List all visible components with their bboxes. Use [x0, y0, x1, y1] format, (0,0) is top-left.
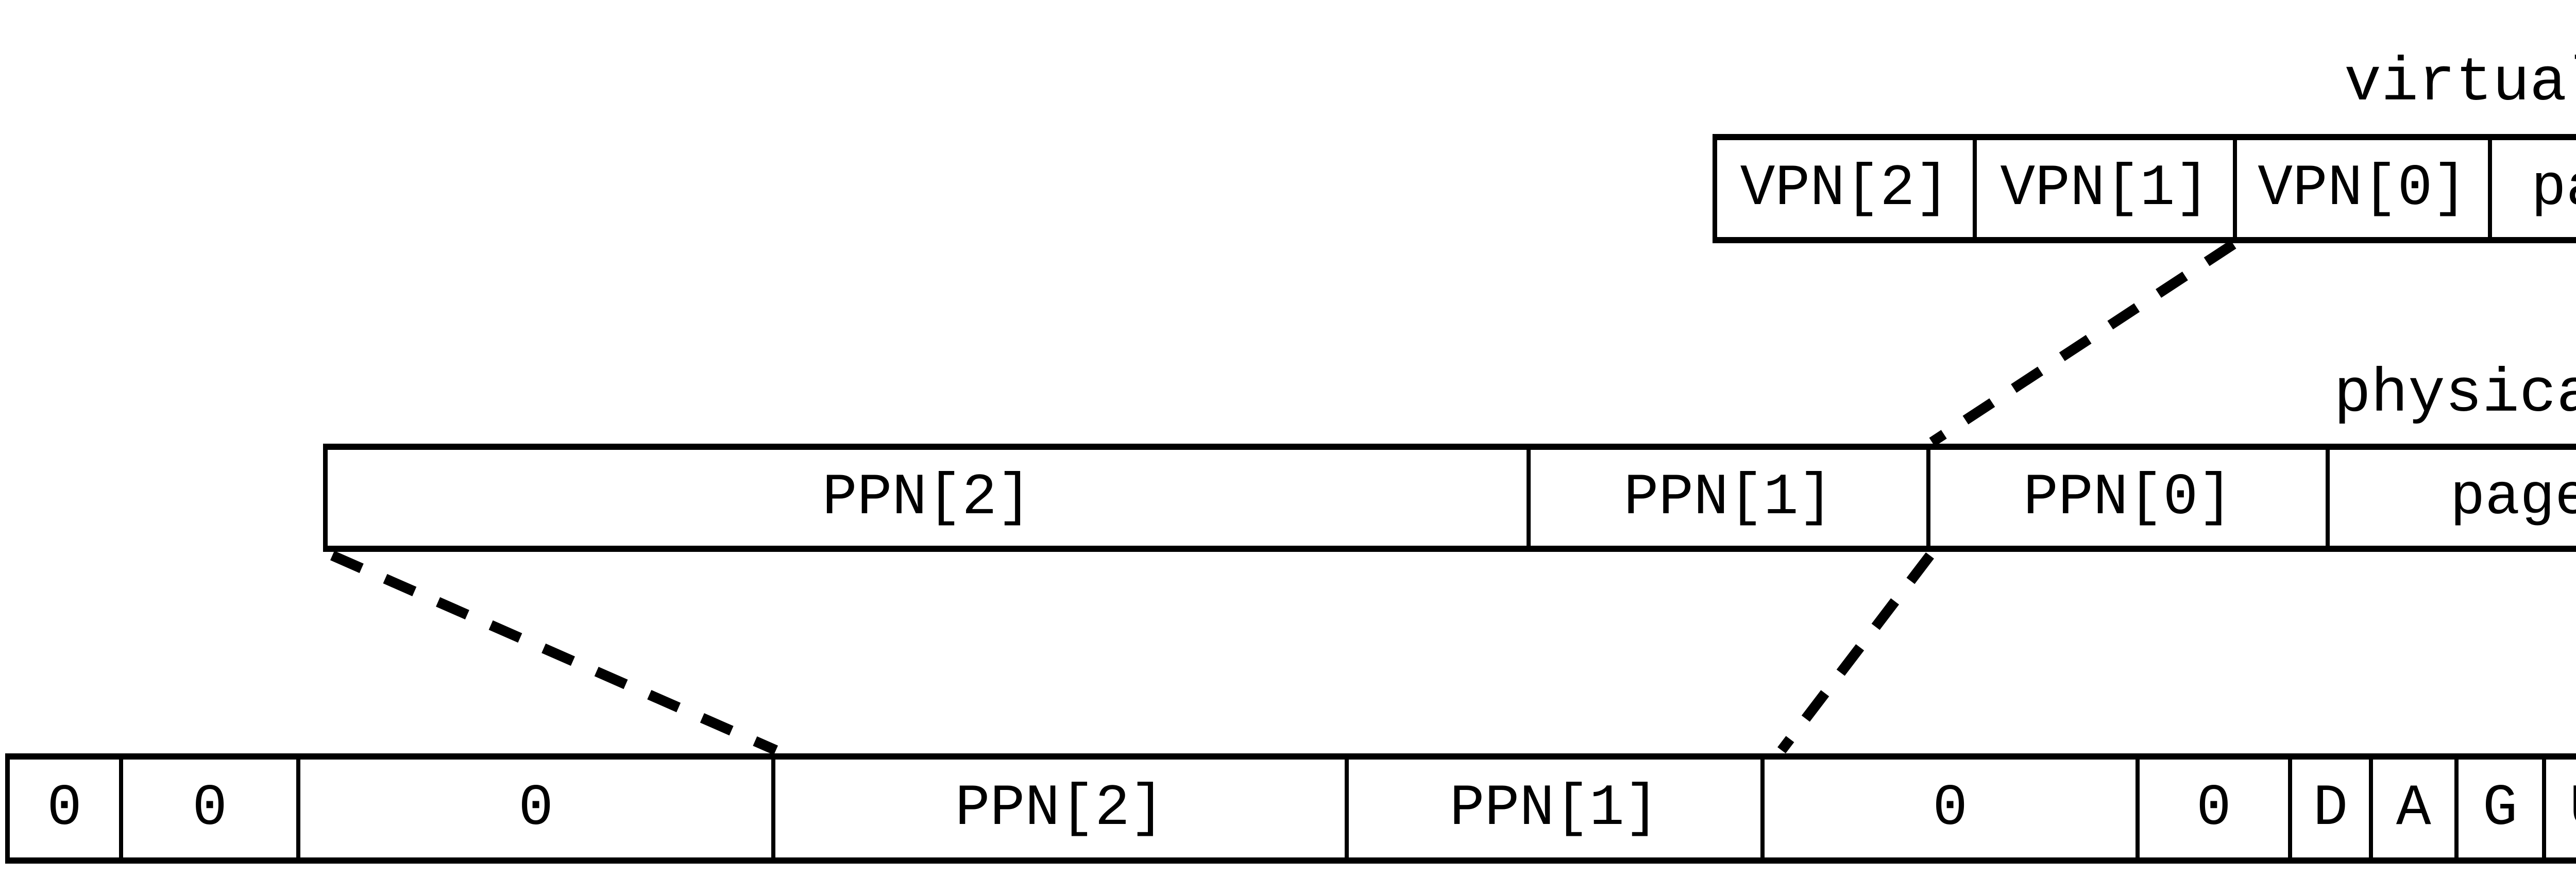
pte-cell-ppn2: PPN[2] — [771, 760, 1344, 857]
va-cell-vpn1: VPN[1] — [1973, 140, 2233, 237]
pte-cell-zero-a: 0 — [47, 775, 82, 841]
va-cell-vpn2: VPN[2] — [1740, 155, 1950, 222]
virtual-address-box: VPN[2] VPN[1] VPN[0] page offset — [1713, 134, 2576, 243]
pte-cell-flag-d: D — [2287, 760, 2369, 857]
physical-address-label: physical address — [2334, 360, 2576, 430]
pte-cell-zero-e: 0 — [2136, 760, 2287, 857]
pte-cell-flag-a: A — [2369, 760, 2454, 857]
connector-vpn-ppn-line — [1929, 240, 2236, 447]
pte-cell-flag-g: G — [2454, 760, 2542, 857]
va-cell-vpn0: VPN[0] — [2233, 140, 2487, 237]
pte-cell-zero-b: 0 — [119, 760, 296, 857]
pa-cell-ppn2: PPN[2] — [822, 464, 1032, 531]
connector-ppn1-line — [1777, 552, 1934, 754]
pte-cell-ppn1: PPN[1] — [1344, 760, 1760, 857]
pte-box: 0 0 0 PPN[2] PPN[1] 0 0 D A G U X W R 1 — [5, 753, 2576, 864]
pte-cell-flag-u: U — [2541, 760, 2576, 857]
pa-cell-ppn0: PPN[0] — [1926, 450, 2326, 546]
virtual-address-label: virtual address — [2344, 48, 2576, 119]
pte-cell-zero-d: 0 — [1760, 760, 2136, 857]
pte-cell-zero-c: 0 — [296, 760, 771, 857]
connector-ppn2-line — [330, 550, 778, 755]
physical-address-box: PPN[2] PPN[1] PPN[0] page offset — [323, 444, 2576, 552]
va-cell-page-offset: page offset — [2487, 140, 2576, 237]
pa-cell-page-offset: page offset — [2326, 450, 2576, 546]
pa-cell-ppn1: PPN[1] — [1526, 450, 1927, 546]
